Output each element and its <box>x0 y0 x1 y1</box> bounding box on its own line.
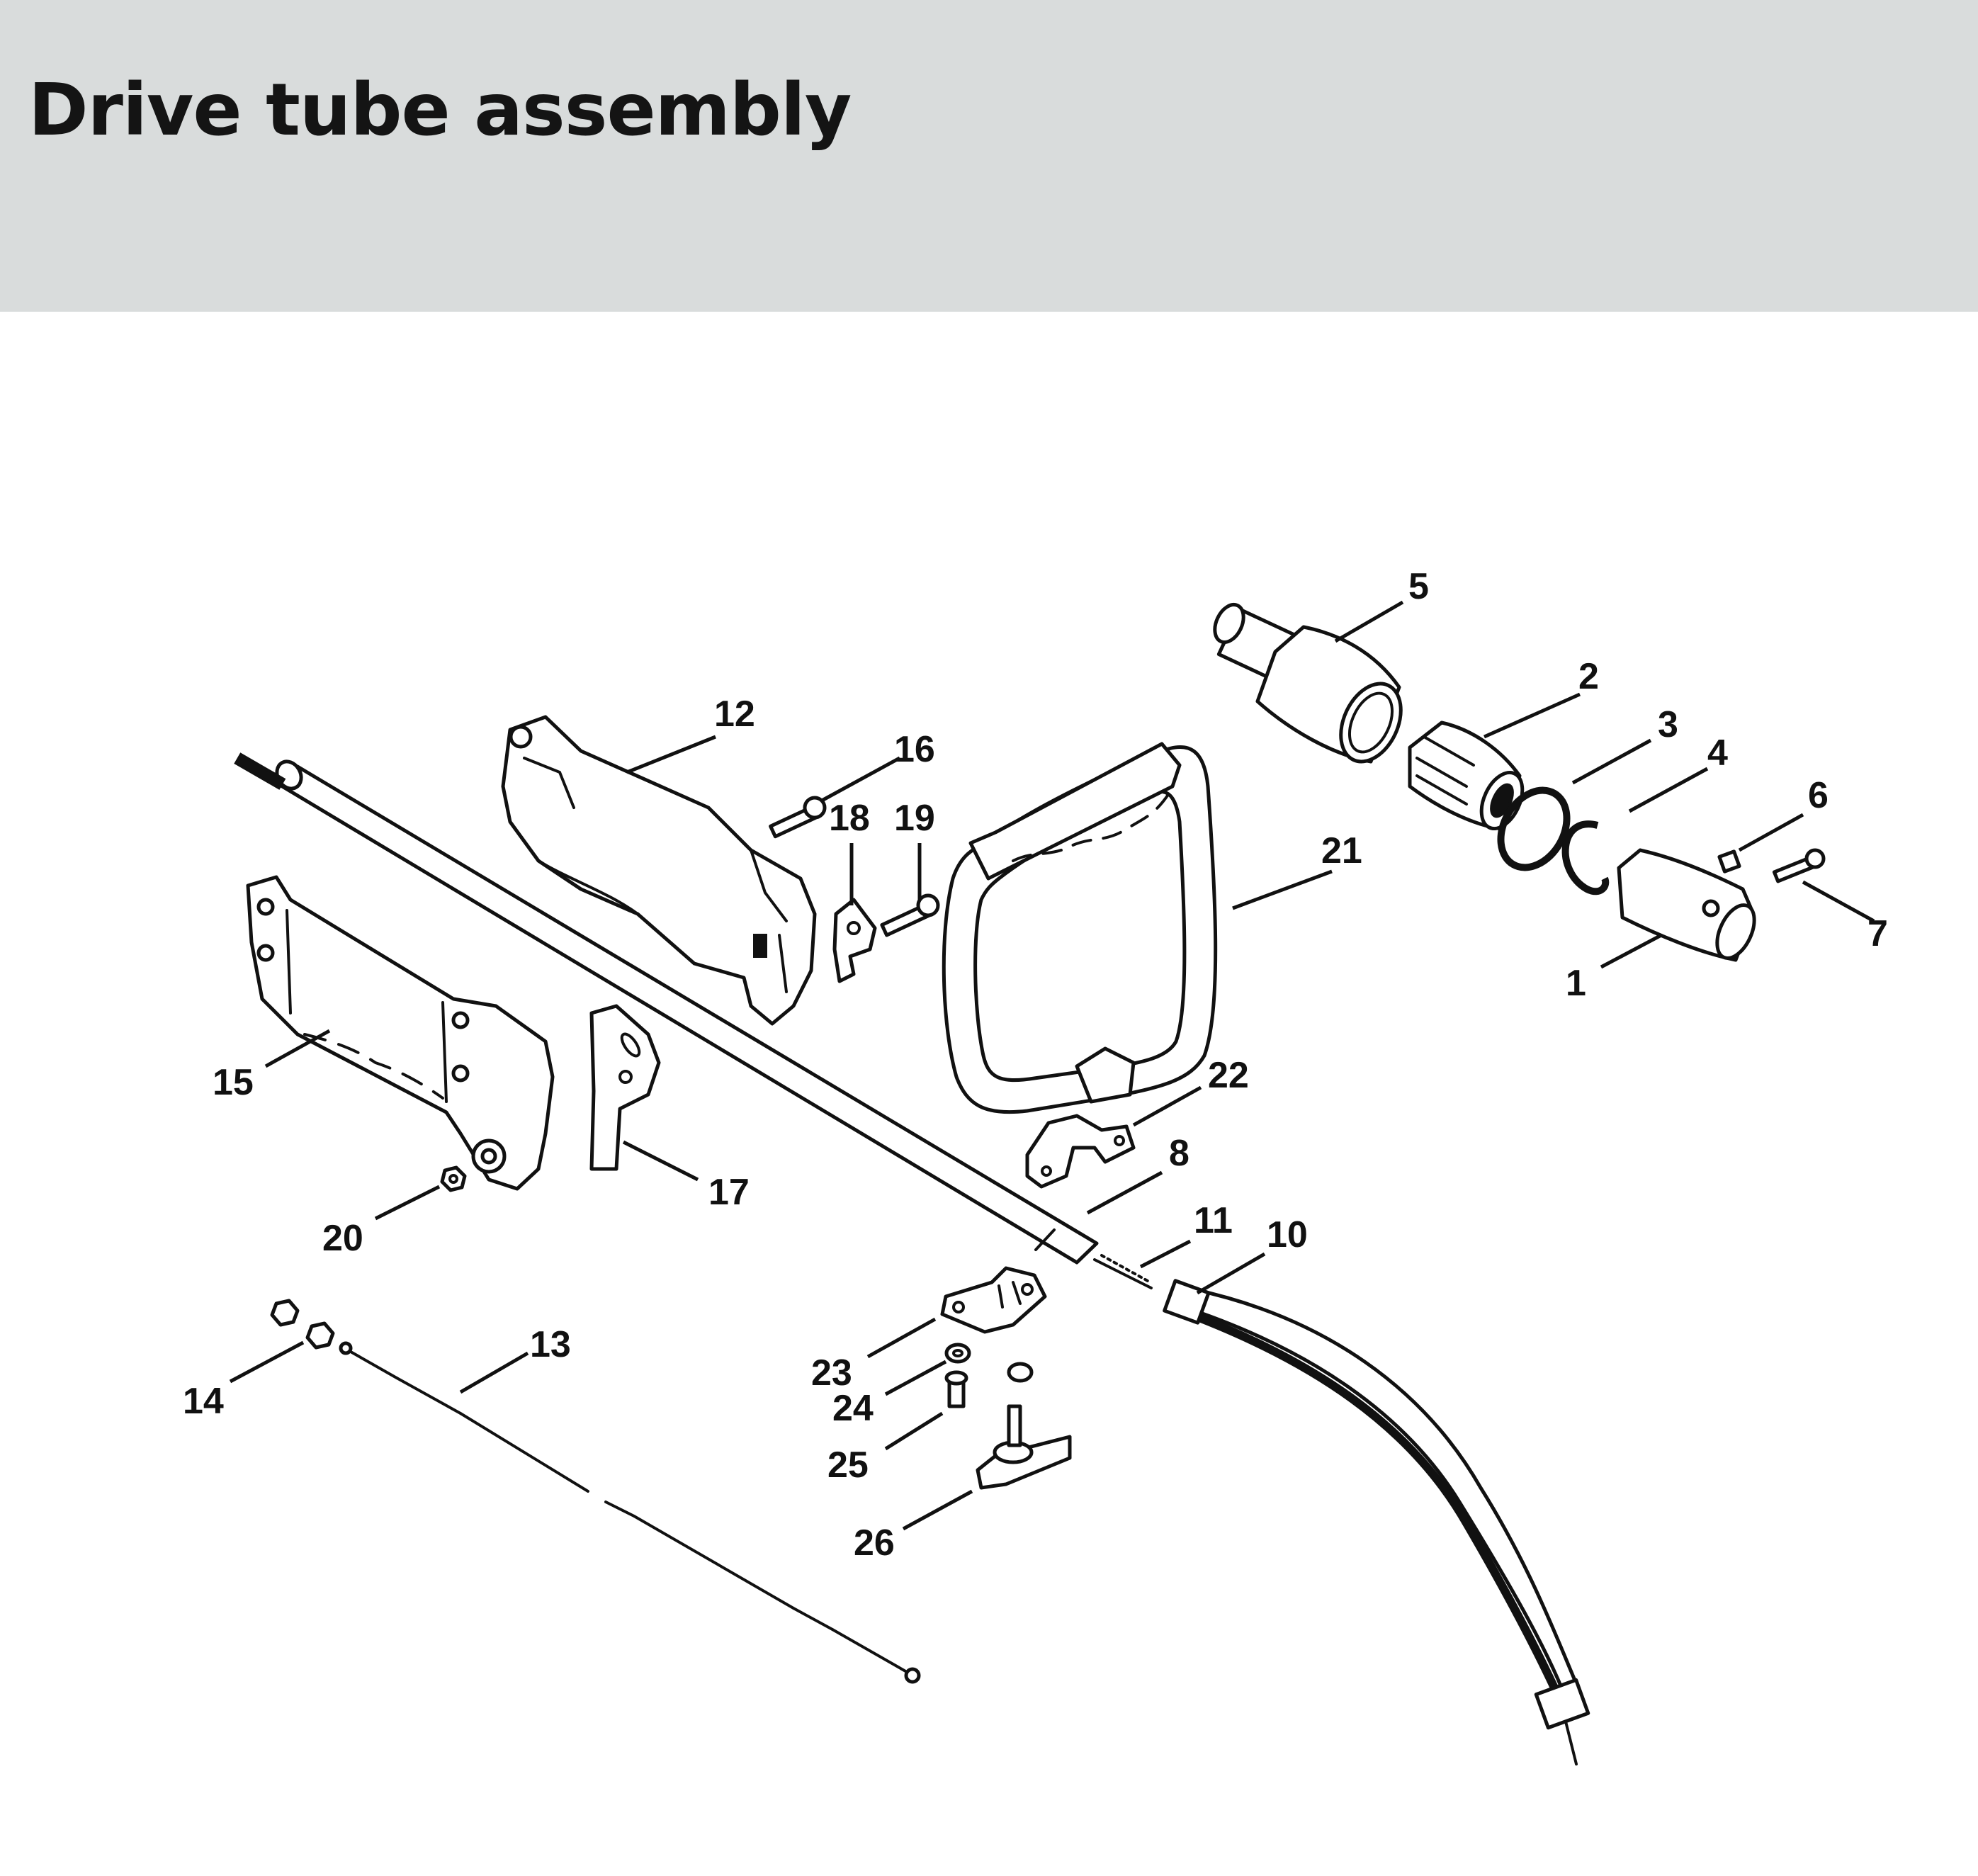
part-22-clamp <box>1025 1114 1136 1189</box>
callout-16: 16 <box>894 729 935 770</box>
part-19-screw <box>880 893 940 937</box>
callout-23: 23 <box>811 1352 852 1394</box>
part-14-nuts <box>270 1299 335 1350</box>
callout-11: 11 <box>1194 1200 1233 1241</box>
callout-15: 15 <box>213 1062 254 1103</box>
part-1-clamp-sleeve <box>1617 848 1756 962</box>
part-11-shaft-end <box>1093 1254 1153 1289</box>
part-6-square-nut <box>1717 849 1741 874</box>
leader-lines <box>229 600 1875 1531</box>
callout-12: 12 <box>714 694 755 735</box>
callout-5: 5 <box>1408 566 1429 607</box>
callout-6: 6 <box>1808 775 1829 816</box>
part-4-circlip <box>1561 820 1610 895</box>
callout-26: 26 <box>854 1522 895 1564</box>
callout-1: 1 <box>1566 963 1586 1004</box>
callout-18: 18 <box>829 798 870 839</box>
callout-21: 21 <box>1321 830 1362 871</box>
page-title: Drive tube assembly <box>28 68 852 152</box>
callout-20: 20 <box>322 1218 363 1259</box>
part-16-screw <box>769 796 827 839</box>
callout-17: 17 <box>708 1172 750 1213</box>
part-17-lever <box>589 1004 661 1171</box>
callout-22: 22 <box>1208 1055 1249 1096</box>
part-23-bracket <box>940 1266 1047 1334</box>
part-10-flex-hose <box>1163 1279 1590 1765</box>
callout-2: 2 <box>1578 656 1599 697</box>
part-7-screw <box>1772 848 1826 883</box>
callout-3: 3 <box>1658 704 1678 745</box>
part-20-nut <box>440 1165 467 1192</box>
part-8-drive-tube <box>234 752 1099 1265</box>
callout-4: 4 <box>1707 733 1728 774</box>
callout-8: 8 <box>1169 1133 1189 1174</box>
part-25-screw <box>944 1362 1034 1408</box>
callout-7: 7 <box>1867 913 1888 954</box>
part-2-bushing <box>1408 721 1525 831</box>
callout-14: 14 <box>183 1381 224 1422</box>
callout-13: 13 <box>530 1324 571 1365</box>
part-21-loop-handle <box>942 742 1218 1114</box>
part-24-washer <box>944 1343 971 1364</box>
part-12-handle-housing <box>501 715 817 1026</box>
part-26-wing-knob <box>976 1404 1072 1490</box>
header-band: Drive tube assembly <box>0 0 1978 312</box>
callout-labels: 1 2 3 4 5 6 7 8 10 11 12 13 14 15 16 17 … <box>183 566 1888 1564</box>
callout-24: 24 <box>832 1388 874 1429</box>
callout-10: 10 <box>1267 1214 1308 1255</box>
part-15-lower-handle <box>246 875 555 1191</box>
part-13-throttle-cable <box>339 1341 921 1684</box>
callout-25: 25 <box>827 1445 869 1486</box>
part-5-connector <box>1213 603 1403 764</box>
part-18-clip <box>832 898 877 983</box>
callout-19: 19 <box>894 798 935 839</box>
part-3-o-ring <box>1497 786 1571 871</box>
